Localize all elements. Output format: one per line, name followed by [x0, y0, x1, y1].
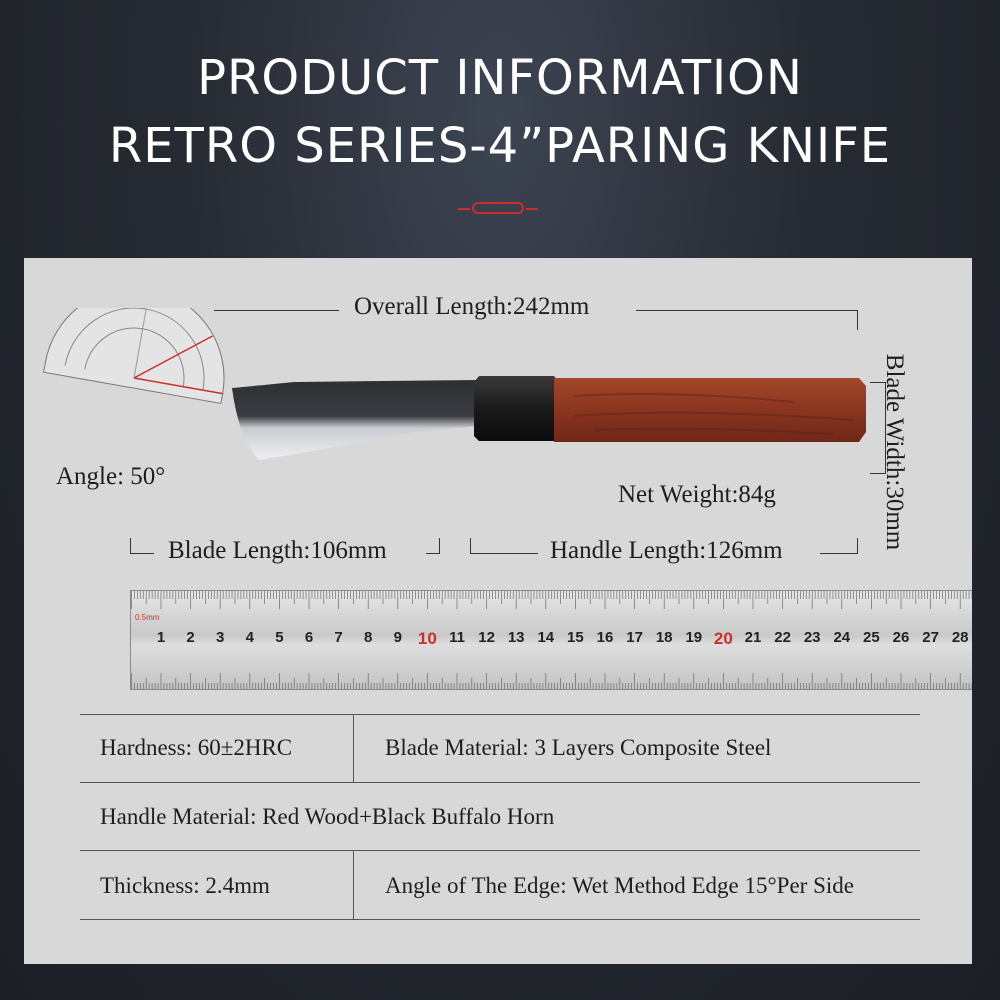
overall-dim-line-right	[636, 310, 858, 311]
width-dim-top	[870, 382, 886, 383]
ruler-number: 2	[186, 629, 195, 646]
ruler-number: 9	[393, 629, 402, 646]
ruler-number: 17	[626, 629, 643, 646]
ruler-unit-label: 0.5mm	[135, 613, 160, 622]
spec-rule-4	[80, 919, 920, 920]
bolster-icon	[474, 376, 559, 441]
overall-dim-line-left	[214, 310, 339, 311]
ruler-number: 15	[567, 629, 584, 646]
ruler-number: 4	[245, 629, 254, 646]
divider-ornament	[458, 202, 538, 214]
ruler-number: 19	[685, 629, 703, 646]
blade-length-label: Blade Length:106mm	[168, 537, 387, 564]
ruler-number: 26	[892, 629, 910, 646]
page-title-line2: RETRO SERIES-4”PARING KNIFE	[108, 118, 892, 174]
protractor	[43, 308, 225, 405]
handle-material-spec: Handle Material: Red Wood+Black Buffalo …	[100, 804, 555, 829]
ruler-number: 24	[833, 629, 851, 646]
ruler-number: 5	[275, 629, 284, 646]
ruler-number: 10	[417, 629, 437, 648]
spec-rule-2	[80, 782, 920, 783]
product-panel: Overall Length:242mm Blade Width:30mm	[24, 258, 972, 964]
handle-dim-line-left	[470, 553, 538, 554]
blade-width-label: Blade Width:30mm	[881, 353, 908, 551]
ruler-number: 8	[364, 629, 373, 646]
ruler-number: 20	[713, 629, 733, 648]
ruler-number: 12	[478, 629, 495, 646]
ruler-number: 11	[449, 629, 465, 646]
ruler-ticks	[131, 591, 972, 689]
width-dim-line	[885, 382, 886, 474]
ruler-number: 22	[774, 629, 791, 646]
spec-rule-3	[80, 850, 920, 851]
spec-divider-1	[353, 714, 354, 782]
edge-angle-spec: Angle of The Edge: Wet Method Edge 15°Pe…	[385, 873, 854, 898]
handle-dim-tick-right	[857, 538, 858, 554]
handle-dim-line-right	[820, 553, 858, 554]
handle-icon	[554, 378, 866, 442]
hardness-spec: Hardness: 60±2HRC	[100, 735, 293, 760]
blade-dim-line-left	[130, 553, 154, 554]
knife-illustration	[43, 308, 866, 460]
spec-divider-2	[353, 850, 354, 919]
ruler-number: 28	[951, 629, 969, 646]
ruler-number: 6	[304, 629, 314, 646]
spec-rule-1	[80, 714, 920, 715]
ruler-number: 14	[537, 629, 555, 646]
blade-icon	[232, 380, 479, 460]
blade-dim-tick-right	[439, 538, 440, 554]
blade-material-spec: Blade Material: 3 Layers Composite Steel	[385, 735, 772, 760]
handle-dim-tick-left	[470, 538, 471, 554]
ruler-number: 3	[216, 629, 225, 646]
overall-length-label: Overall Length:242mm	[354, 293, 590, 320]
ruler-number: 21	[744, 629, 762, 646]
angle-label: Angle: 50°	[56, 463, 166, 490]
ruler-number: 1	[156, 629, 166, 646]
width-dim-bottom	[870, 473, 886, 474]
ruler-number: 16	[596, 629, 614, 646]
ruler-number: 13	[507, 629, 525, 646]
ruler-number: 23	[803, 629, 821, 646]
ruler-number: 27	[922, 629, 939, 646]
thickness-spec: Thickness: 2.4mm	[100, 873, 270, 898]
page-title-line1: PRODUCT INFORMATION	[197, 50, 803, 106]
blade-dim-line-right	[426, 553, 440, 554]
handle-length-label: Handle Length:126mm	[550, 537, 783, 564]
blade-dim-tick-left	[130, 538, 131, 554]
overall-dim-tick	[857, 310, 858, 330]
ruler-number: 18	[655, 629, 673, 646]
ruler-number: 7	[334, 629, 343, 646]
net-weight-label: Net Weight:84g	[618, 481, 776, 508]
ruler-number: 25	[863, 629, 880, 646]
